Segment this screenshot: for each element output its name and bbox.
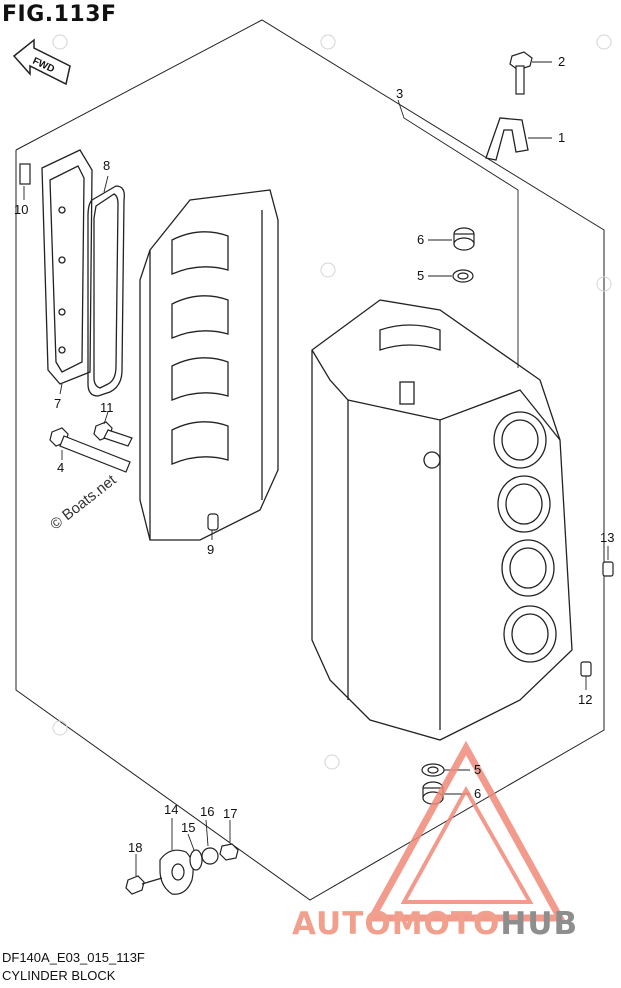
frame-box bbox=[15, 19, 605, 901]
callout-18: 18 bbox=[128, 840, 143, 855]
callout-8: 8 bbox=[103, 158, 111, 173]
brand-part-1: AUTOMOTO bbox=[292, 906, 501, 942]
stud-12 bbox=[580, 661, 592, 677]
brand-wordmark: AUTOMOTOHUB bbox=[292, 906, 578, 942]
bolt-10 bbox=[19, 163, 31, 185]
crankcase-half bbox=[139, 189, 279, 541]
bracket-1 bbox=[485, 117, 529, 161]
fwd-arrow-icon bbox=[12, 38, 71, 86]
callout-16: 16 bbox=[200, 804, 215, 819]
gasket-8 bbox=[87, 185, 125, 397]
leader-lines bbox=[23, 61, 609, 876]
callout-11: 11 bbox=[100, 400, 114, 415]
footer-name: CYLINDER BLOCK bbox=[2, 968, 116, 983]
cylinder-block bbox=[311, 299, 573, 741]
callout-7: 7 bbox=[54, 396, 62, 411]
callout-6-bottom: 6 bbox=[474, 786, 482, 801]
washer-5-top bbox=[452, 269, 474, 283]
callout-10: 10 bbox=[14, 202, 29, 217]
callout-5-top: 5 bbox=[417, 268, 425, 283]
callout-1: 1 bbox=[558, 130, 566, 145]
callout-5-bottom: 5 bbox=[474, 762, 482, 777]
plug-6-bottom bbox=[422, 781, 444, 805]
plug-6-top bbox=[453, 227, 475, 251]
dowel-pin-9 bbox=[207, 513, 219, 531]
cover-assembly-14-18 bbox=[125, 843, 239, 895]
callout-13: 13 bbox=[600, 530, 615, 545]
watermark-marks bbox=[52, 34, 612, 770]
washer-5-bottom bbox=[421, 763, 445, 777]
callout-12: 12 bbox=[578, 692, 593, 707]
callout-15: 15 bbox=[181, 820, 196, 835]
callout-6-top: 6 bbox=[417, 232, 425, 247]
cylinder-head-cover-gasket bbox=[41, 149, 93, 385]
stud-13 bbox=[602, 561, 614, 577]
bolt-4 bbox=[49, 427, 131, 473]
bolt-11 bbox=[93, 421, 133, 447]
brand-part-2: HUB bbox=[500, 906, 579, 942]
callout-4: 4 bbox=[57, 460, 65, 475]
callout-3: 3 bbox=[396, 86, 404, 101]
bolt-2 bbox=[509, 51, 533, 95]
footer-code: DF140A_E03_015_113F bbox=[2, 950, 145, 965]
callout-17: 17 bbox=[223, 806, 238, 821]
figure-title: FIG.113F bbox=[2, 2, 117, 27]
callout-9: 9 bbox=[207, 542, 215, 557]
brand-triangle-logo bbox=[366, 740, 566, 922]
callout-2: 2 bbox=[558, 54, 566, 69]
callout-14: 14 bbox=[164, 802, 179, 817]
